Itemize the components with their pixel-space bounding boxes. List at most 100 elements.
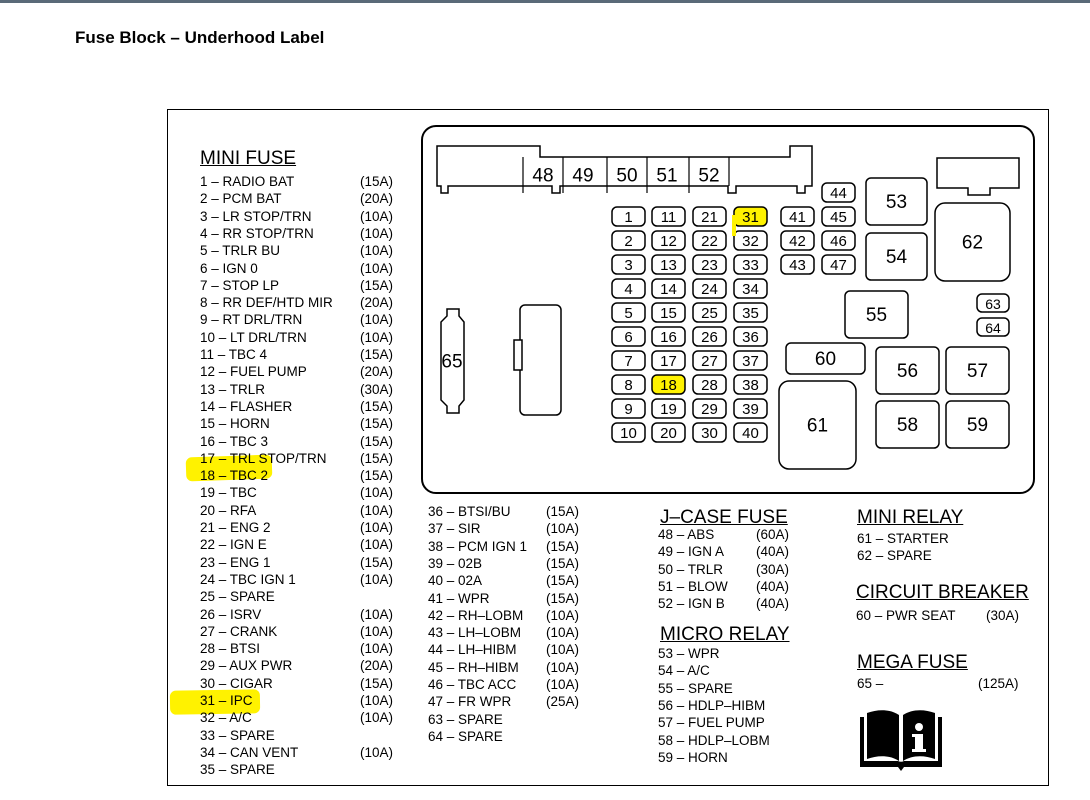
relay-56	[875, 346, 940, 395]
micro-relay-row-label: 57 – FUEL PUMP	[658, 715, 765, 731]
mini-fuse-row-rating: (10A)	[546, 521, 580, 537]
mini-fuse-32-label: 32	[742, 233, 759, 250]
mini-fuse-row-rating: (15A)	[360, 450, 394, 466]
mini-fuse-15	[651, 302, 686, 323]
j-case-fuse-row-rating: (40A)	[756, 596, 790, 612]
mini-fuse-row-label: 28 – BTSI	[200, 641, 261, 657]
mini-fuse-row-label: 21 – ENG 2	[200, 520, 271, 535]
mini-fuse-row-label: 34 – CAN VENT	[200, 744, 299, 760]
mini-fuse-row-rating: (10A)	[360, 225, 394, 241]
mini-fuse-12-label: 12	[660, 233, 677, 250]
mini-fuse-5	[611, 302, 646, 323]
mini-fuse-46	[821, 230, 856, 251]
top-border	[0, 0, 1090, 3]
relay-58	[875, 400, 940, 449]
mini-fuse-row-label: 42 – RH–LOBM	[428, 607, 524, 623]
mini-fuse-row-rating: (15A)	[546, 573, 580, 589]
mini-fuse-33-label: 33	[742, 257, 759, 274]
mini-fuse-26-label: 26	[701, 329, 718, 346]
j-case-fuse-row-rating: (40A)	[756, 578, 790, 594]
mini-fuse-row-label: 2 – PCM BAT	[200, 191, 282, 207]
section-title-circuit-breaker: CIRCUIT BREAKER	[856, 582, 1029, 603]
mini-fuse-row-label: 15 – HORN	[200, 416, 270, 432]
mini-fuse-20-label: 20	[660, 425, 677, 442]
mini-fuse-row-label: 43 – LH–LOBM	[428, 625, 522, 641]
mini-fuse-19	[651, 398, 686, 419]
mini-fuse-row-rating: (10A)	[360, 502, 394, 518]
section-title-j-case-fuse: J–CASE FUSE	[660, 507, 788, 528]
mini-fuse-row-rating: (15A)	[546, 538, 580, 554]
mega-fuse-holder	[440, 308, 465, 414]
mini-fuse-30	[692, 422, 727, 443]
relay-62-label: 62	[962, 233, 983, 254]
micro-relay-row-label: 54 – A/C	[658, 663, 710, 679]
mini-fuse-63	[976, 293, 1010, 313]
mini-fuse-row-rating: (10A)	[360, 260, 394, 276]
mini-fuse-row-rating: (10A)	[360, 537, 394, 553]
mini-fuse-3-label: 3	[624, 257, 632, 274]
mini-fuse-row-rating: (15A)	[360, 398, 394, 414]
mini-fuse-row-label: 12 – FUEL PUMP	[200, 364, 307, 380]
connector-tab	[513, 339, 523, 371]
micro-relay-row-label: 58 – HDLP–LOBM	[658, 732, 770, 748]
relay-54	[865, 232, 928, 281]
mini-fuse-row-label: 3 – LR STOP/TRN	[200, 208, 312, 224]
j-case-fuse-row-rating: (30A)	[756, 561, 790, 577]
mini-fuse-13	[651, 254, 686, 275]
mini-fuse-row-label: 11 – TBC 4	[200, 347, 268, 362]
mini-fuse-row-rating: (10A)	[360, 208, 394, 224]
mini-fuse-10	[611, 422, 646, 443]
mini-fuse-row-label: 64 – SPARE	[428, 728, 503, 744]
mini-fuse-9	[611, 398, 646, 419]
mini-fuse-27-label: 27	[701, 353, 718, 370]
manual-book-icon	[860, 710, 942, 771]
circuit-breaker-row-label: 60 – PWR SEAT	[856, 608, 956, 623]
mini-fuse-26	[692, 326, 727, 347]
mini-fuse-row-label: 9 – RT DRL/TRN	[200, 312, 303, 328]
circuit-breaker-60	[785, 342, 866, 375]
mini-fuse-row-rating: (10A)	[546, 677, 580, 692]
mini-fuse-2-label: 2	[624, 233, 632, 250]
mini-fuse-row-label: 6 – IGN 0	[200, 260, 258, 276]
mini-fuse-row-rating: (15A)	[360, 675, 394, 691]
mini-fuse-43	[780, 254, 815, 275]
mini-fuse-row-rating: (15A)	[360, 347, 394, 362]
relay-55	[844, 290, 909, 339]
mini-fuse-5-label: 5	[624, 305, 632, 322]
jcase-fuse-49: 49	[572, 166, 593, 187]
mini-fuse-39	[733, 398, 768, 419]
mini-fuse-37-label: 37	[742, 353, 759, 370]
mini-fuse-17	[651, 350, 686, 371]
mini-fuse-16	[651, 326, 686, 347]
relay-61-label: 61	[807, 416, 828, 437]
mini-fuse-row-label: 27 – CRANK	[200, 623, 278, 639]
mini-fuse-row-label: 40 – 02A	[428, 573, 483, 589]
mini-fuse-35	[733, 302, 768, 323]
mini-fuse-row-rating: (25A)	[546, 694, 580, 710]
mini-fuse-3	[611, 254, 646, 275]
mini-fuse-row-rating: (20A)	[360, 364, 394, 380]
connector-block	[519, 304, 562, 416]
mini-fuse-row-label: 46 – TBC ACC	[428, 677, 517, 692]
mini-fuse-15-label: 15	[660, 305, 677, 322]
mini-fuse-row-rating: (10A)	[360, 744, 394, 760]
relay-57	[945, 346, 1010, 395]
mini-fuse-row-rating: (10A)	[360, 312, 394, 328]
mini-fuse-43-label: 43	[789, 257, 806, 274]
mini-fuse-row-label: 36 – BTSI/BU	[428, 504, 511, 519]
mini-fuse-row-rating: (15A)	[360, 416, 394, 432]
section-title-mini-fuse: MINI FUSE	[200, 148, 297, 169]
relay-56-label: 56	[897, 361, 918, 382]
mini-fuse-38-label: 38	[742, 377, 759, 394]
mini-fuse-22	[692, 230, 727, 251]
mini-fuse-47	[821, 254, 856, 275]
mini-fuse-25-label: 25	[701, 305, 718, 322]
micro-relay-row-label: 53 – WPR	[658, 646, 720, 661]
mini-fuse-19-label: 19	[660, 401, 677, 418]
j-case-fuse-row-rating: (40A)	[756, 544, 790, 560]
mini-fuse-row-label: 41 – WPR	[428, 590, 490, 606]
mini-fuse-row-rating: (10A)	[546, 659, 580, 675]
mini-fuse-32	[733, 230, 768, 251]
mini-fuse-row-label: 29 – AUX PWR	[200, 658, 293, 674]
